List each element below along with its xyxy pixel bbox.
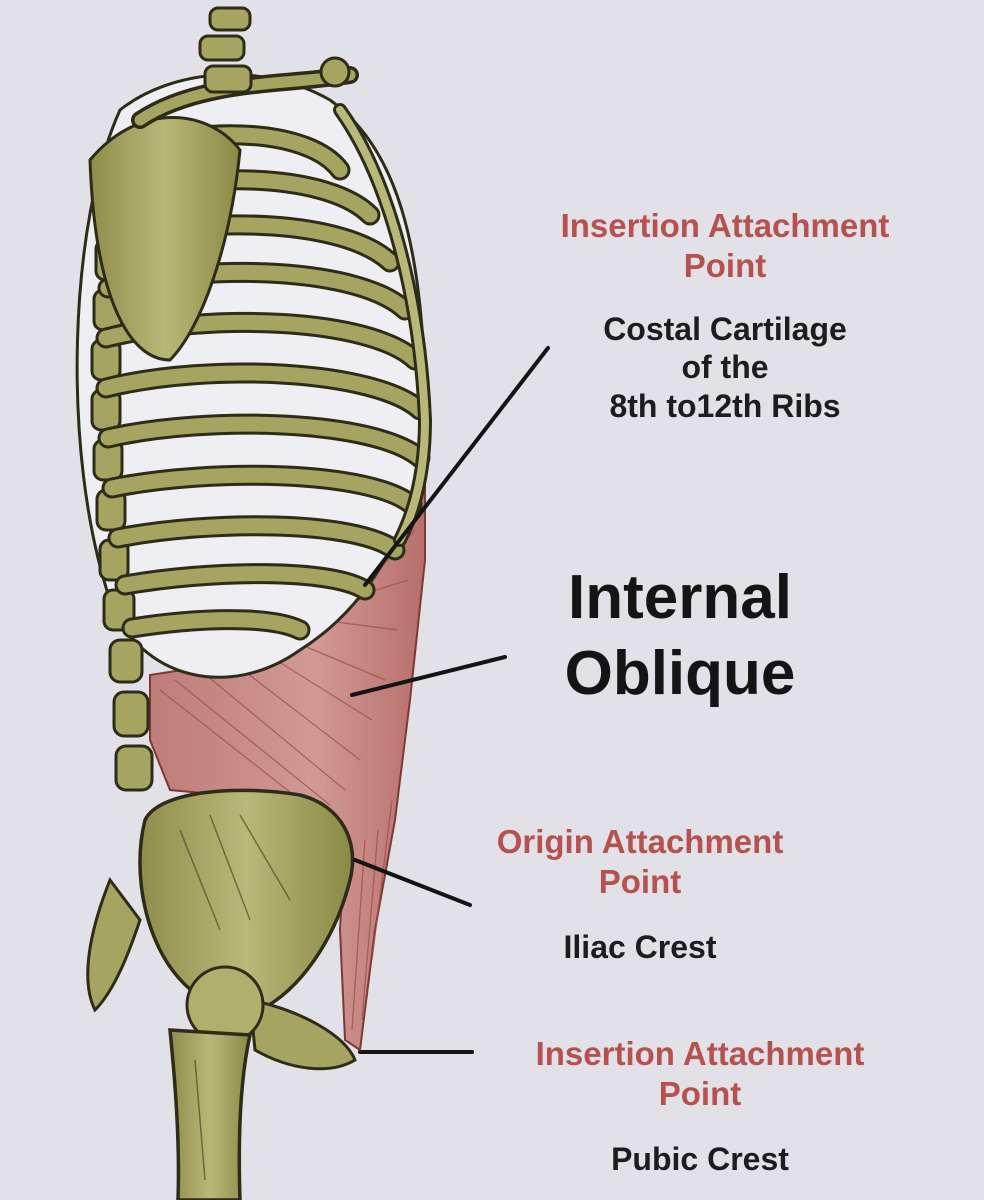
upper-insertion-detail: Costal Cartilage of the 8th to12th Ribs	[530, 310, 920, 425]
muscle-name-line1: Internal	[568, 563, 792, 632]
origin-title-line2: Point	[598, 862, 682, 900]
lower-insertion-title: Insertion Attachment Point	[470, 1034, 930, 1113]
lower-insertion-title-line1: Insertion Attachment	[535, 1035, 865, 1072]
rib-cage	[75, 6, 433, 792]
origin-title: Origin Attachment Point	[420, 822, 860, 901]
upper-insertion-title: Insertion Attachment Point	[490, 206, 960, 285]
leader-line-upper-insertion	[363, 346, 550, 587]
upper-insertion-detail-line3: 8th to12th Ribs	[609, 387, 841, 424]
muscle-name-title: Internal Oblique	[480, 560, 880, 711]
leader-line-origin	[353, 858, 472, 907]
leader-lines	[350, 346, 550, 1054]
upper-insertion-detail-line1: Costal Cartilage	[603, 311, 847, 347]
leader-line-muscle	[350, 655, 507, 697]
lower-insertion-title-line2: Point	[658, 1074, 742, 1112]
pelvis-and-femur	[86, 788, 357, 1200]
origin-detail: Iliac Crest	[563, 929, 717, 965]
upper-insertion-detail-line2: of the	[681, 349, 769, 386]
muscle-name-line2: Oblique	[564, 638, 796, 708]
lower-insertion-detail: Pubic Crest	[611, 1141, 789, 1177]
upper-insertion-title-line2: Point	[683, 246, 767, 284]
origin-title-line1: Origin Attachment	[496, 823, 784, 860]
upper-insertion-title-line1: Insertion Attachment	[560, 207, 890, 244]
